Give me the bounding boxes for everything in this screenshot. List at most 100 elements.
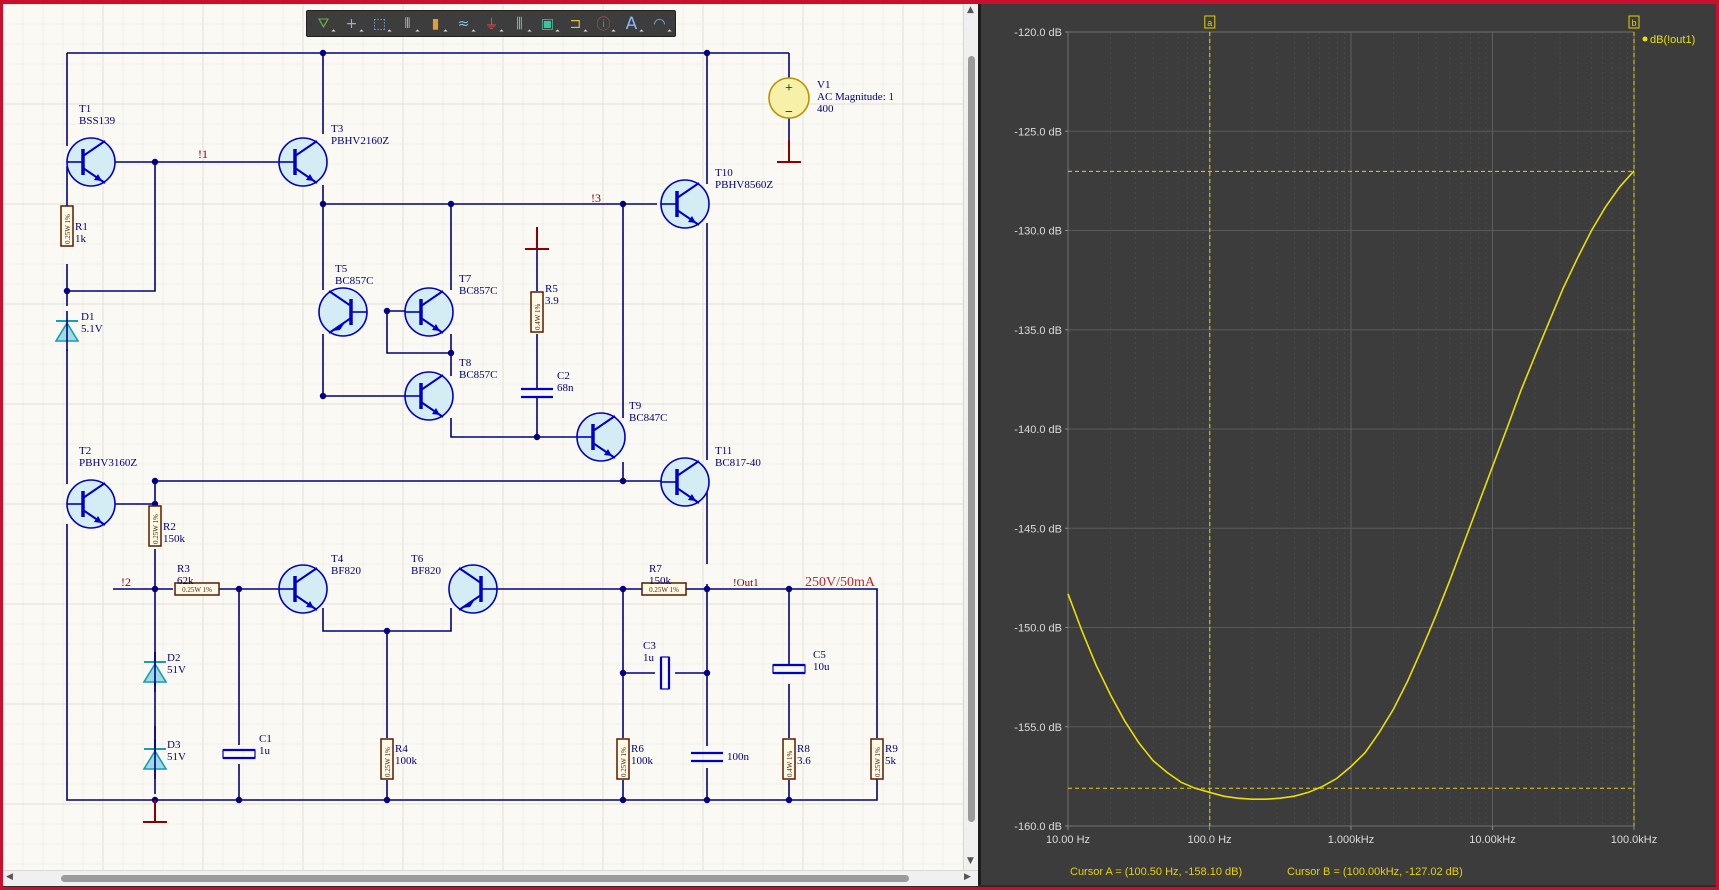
- vertical-scroll-thumb[interactable]: [968, 56, 975, 822]
- transistor-arrow: [688, 216, 696, 223]
- probe-icon[interactable]: ⓘ: [591, 13, 616, 35]
- wire[interactable]: [322, 608, 452, 632]
- vertical-scrollbar[interactable]: ▲ ▼: [963, 4, 979, 870]
- capacitor-c4[interactable]: 100n: [691, 751, 750, 763]
- ac-sweep-chart[interactable]: -120.0 dB-125.0 dB-130.0 dB-135.0 dB-140…: [981, 4, 1716, 885]
- horizontal-scroll-thumb[interactable]: [61, 875, 909, 882]
- legend[interactable]: dB(!out1): [1642, 34, 1696, 46]
- transistor-emitter: [328, 317, 352, 334]
- transistor-ref: T4: [331, 553, 344, 565]
- transistor-collector: [420, 290, 444, 307]
- cursor-handle[interactable]: [1628, 15, 1640, 29]
- transistor-arrow: [306, 174, 314, 181]
- capacitor-value: 100n: [727, 751, 750, 763]
- net-label-out1: !Out1: [733, 577, 759, 589]
- net-label-icon[interactable]: ⊐: [563, 13, 588, 35]
- transistor-part: BF820: [331, 565, 361, 577]
- wire-icon[interactable]: ≈: [451, 13, 476, 35]
- resistor-r8[interactable]: 0.4W 1%R83.6: [782, 738, 811, 780]
- resistor-body: [174, 582, 220, 596]
- align-icon[interactable]: ⫴: [395, 13, 420, 35]
- junction-dot: [619, 669, 627, 677]
- port-icon[interactable]: ▣: [535, 13, 560, 35]
- transistor-part: BC857C: [459, 285, 498, 297]
- transistor-ref: T9: [629, 400, 642, 412]
- panel-splitter[interactable]: [978, 4, 981, 885]
- transistor-ref: T6: [411, 553, 424, 565]
- diode-value: 51V: [167, 664, 186, 676]
- arc-icon[interactable]: ◠: [647, 13, 672, 35]
- capacitor-body: [660, 656, 670, 690]
- x-tick-label: 100.0 Hz: [1187, 834, 1231, 846]
- horizontal-scrollbar[interactable]: ◀ ▶: [3, 870, 978, 886]
- capacitor-value: 10u: [813, 661, 830, 673]
- waveform-panel[interactable]: -120.0 dB-125.0 dB-130.0 dB-135.0 dB-140…: [981, 4, 1716, 885]
- transistor-part: PBHV8560Z: [715, 179, 773, 191]
- resistor-r5[interactable]: 0.4W 1%R53.9: [530, 283, 559, 333]
- y-tick-label: -135.0 dB: [1014, 325, 1062, 337]
- cursor-b[interactable]: b: [1068, 15, 1640, 826]
- series-line[interactable]: [1067, 170, 1635, 800]
- crosshair-icon[interactable]: +: [339, 13, 364, 35]
- wire[interactable]: [450, 418, 623, 438]
- diode-value: 51V: [167, 751, 186, 763]
- junction-dot: [63, 287, 71, 295]
- diode-d1[interactable]: D15.1V: [54, 311, 103, 351]
- scroll-up-icon[interactable]: ▲: [967, 5, 974, 15]
- wire[interactable]: [67, 161, 156, 292]
- transistor-collector: [328, 290, 352, 307]
- wire[interactable]: [386, 311, 451, 354]
- select-rect-icon[interactable]: ⬚: [367, 13, 392, 35]
- scroll-down-icon[interactable]: ▼: [967, 856, 974, 866]
- resistor-value: 100k: [631, 755, 654, 767]
- resistor-rating: 0.4W 1%: [534, 304, 542, 330]
- transistor-ref: T10: [715, 167, 733, 179]
- resistor-rating: 0.25W 1%: [874, 747, 882, 777]
- resistor-rating: 0.25W 1%: [152, 514, 160, 544]
- component-icon[interactable]: ▮: [423, 13, 448, 35]
- wire[interactable]: [322, 334, 408, 397]
- junction-dot: [235, 585, 243, 593]
- wire[interactable]: [706, 584, 878, 738]
- ground-icon[interactable]: ⏚: [479, 13, 504, 35]
- transistor-ref: T11: [715, 445, 732, 457]
- cursor-handle[interactable]: [1204, 15, 1216, 29]
- cursor-a-readout: Cursor A = (100.50 Hz, -158.10 dB): [1070, 866, 1243, 878]
- filter-icon[interactable]: ⛛: [311, 13, 336, 35]
- wire[interactable]: [322, 185, 657, 205]
- cursor-a[interactable]: a: [1068, 15, 1634, 826]
- scroll-right-icon[interactable]: ▶: [964, 872, 971, 882]
- resistor-ref: R5: [545, 283, 558, 295]
- text-icon[interactable]: A: [619, 13, 644, 35]
- bus-icon[interactable]: ⫼: [507, 13, 532, 35]
- scroll-left-icon[interactable]: ◀: [6, 872, 13, 882]
